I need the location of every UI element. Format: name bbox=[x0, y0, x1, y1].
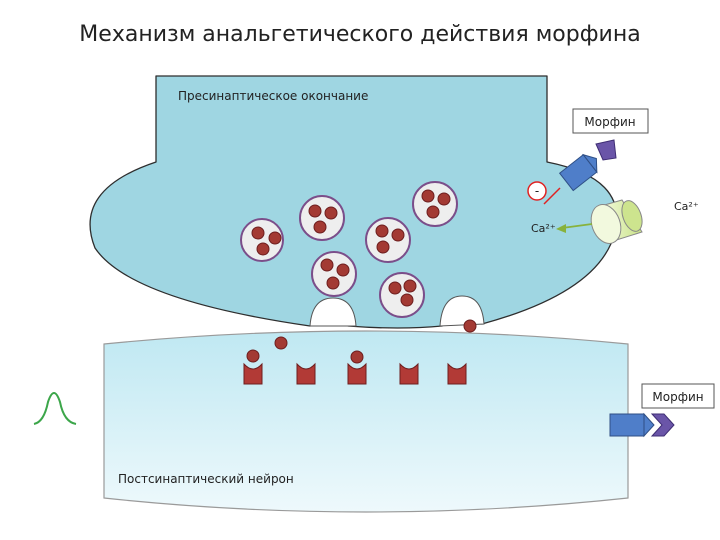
postsynaptic-receptors bbox=[243, 362, 467, 385]
calcium-channel bbox=[590, 199, 643, 244]
page-title: Механизм анальгетического действия морфи… bbox=[79, 22, 641, 47]
vesicle bbox=[311, 251, 357, 297]
released-neurotransmitters bbox=[246, 319, 477, 364]
action-potential-spike-icon bbox=[33, 392, 77, 425]
svg-text:Морфин: Морфин bbox=[584, 115, 635, 129]
minus-sign: - bbox=[535, 184, 539, 198]
morphine-molecule bbox=[609, 412, 675, 438]
calcium-influx-arrow bbox=[556, 223, 593, 233]
presynaptic-label: Пресинаптическое окончание bbox=[178, 89, 368, 103]
svg-text:Морфин: Морфин bbox=[652, 390, 703, 404]
synaptic-vesicles bbox=[240, 181, 458, 318]
vesicle bbox=[299, 195, 345, 241]
presynaptic-terminal bbox=[89, 75, 618, 329]
vesicle bbox=[379, 272, 425, 318]
vesicle bbox=[412, 181, 458, 227]
morphine-label-top: Морфин bbox=[572, 108, 649, 134]
vesicle bbox=[365, 217, 411, 263]
inhibition-indicator: - bbox=[527, 181, 561, 205]
postsynaptic-neuron bbox=[103, 330, 629, 513]
calcium-label-inside: Ca²⁺ bbox=[531, 222, 556, 235]
morphine-label-bottom: Морфин bbox=[641, 383, 715, 409]
vesicle bbox=[240, 218, 284, 262]
calcium-label-outside: Ca²⁺ bbox=[674, 200, 699, 213]
presynaptic-opioid-receptor bbox=[558, 139, 617, 192]
postsynaptic-label: Постсинаптический нейрон bbox=[118, 472, 294, 486]
